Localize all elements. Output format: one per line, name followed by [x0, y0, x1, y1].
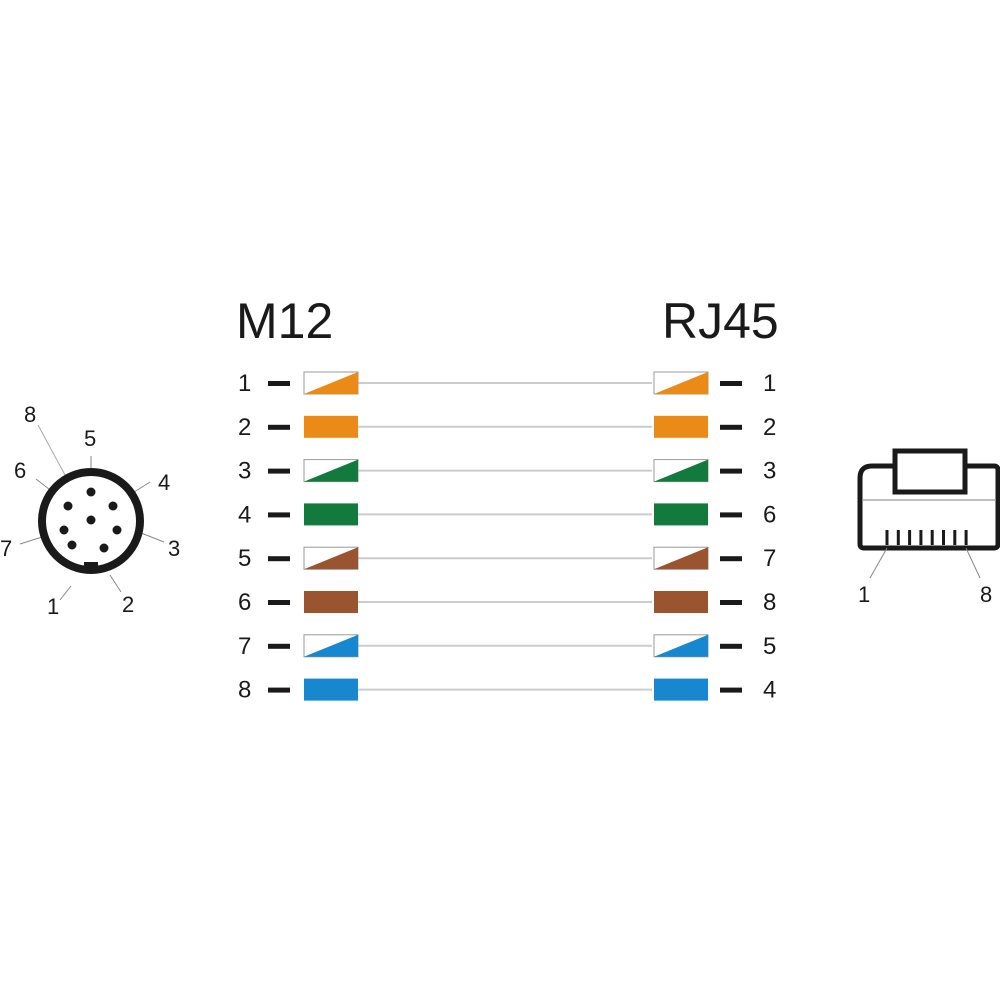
rj45-pin-dash: [720, 643, 742, 649]
m12-wire-solid-block: [304, 503, 358, 526]
rj45-pin-dash: [720, 512, 742, 518]
m12-pin-dash: [268, 512, 290, 518]
rj45-pin-dash: [720, 468, 742, 474]
m12-pin-dash: [268, 556, 290, 562]
m12-pin-number: 7: [238, 633, 251, 660]
m12-wire-solid-block: [304, 591, 358, 613]
m12-pin-8: [86, 515, 96, 525]
m12-key-notch: [84, 562, 98, 570]
m12-wire-stripe-color: [304, 547, 358, 570]
m12-pin-dash: [268, 468, 290, 474]
rj45-wire-solid-block: [654, 678, 708, 701]
rj45-leader-1: [869, 547, 888, 579]
m12-pin-6: [63, 501, 73, 511]
m12-label-3: 3: [168, 536, 180, 561]
m12-pin-number: 4: [238, 501, 251, 528]
m12-pin-dash: [268, 687, 290, 693]
rj45-wire-stripe-color: [654, 634, 708, 657]
rj45-label-8: 8: [980, 582, 992, 607]
m12-wire-stripe-color: [304, 372, 358, 394]
rj45-title: RJ45: [662, 293, 779, 349]
rj45-pin-dash: [720, 381, 742, 386]
rj45-pin-number: 6: [763, 501, 776, 528]
rj45-pin-number: 7: [763, 545, 776, 572]
m12-wire-solid-block: [304, 678, 358, 701]
m12-pin-dash: [268, 424, 290, 430]
m12-connector-face: 1 2 3 4 5 6 7 8: [0, 402, 180, 619]
m12-wire-stripe-color: [304, 459, 358, 482]
m12-pin-number: 1: [238, 370, 251, 397]
rj45-leader-8: [965, 547, 981, 579]
rj45-contact: [885, 530, 889, 545]
m12-title: M12: [236, 293, 333, 349]
m12-wire-solid-block: [304, 415, 358, 438]
m12-pin-dash: [268, 643, 290, 649]
m12-label-5: 5: [84, 426, 96, 451]
m12-pin-5: [86, 487, 96, 497]
rj45-pin-dash: [720, 424, 742, 430]
m12-pin-number: 8: [238, 677, 251, 704]
m12-pin-labels: 1 2 3 4 5 6 7 8: [0, 402, 180, 619]
rj45-contact: [908, 530, 912, 545]
m12-pins: [59, 487, 122, 553]
rj45-wire-solid-block: [654, 415, 708, 438]
rj45-wire-stripe-color: [654, 372, 708, 394]
rj45-pin-number: 5: [763, 633, 776, 660]
m12-pin-dash: [268, 381, 290, 386]
rj45-pin-number: 4: [763, 677, 776, 704]
rj45-plug: 1 8: [857, 448, 1000, 607]
rj45-pin-number: 3: [763, 458, 776, 485]
rj45-wire-stripe-color: [654, 459, 708, 482]
rj45-label-1: 1: [858, 582, 870, 607]
m12-label-2: 2: [122, 592, 134, 617]
m12-pin-1: [67, 540, 77, 550]
rj45-pin-number: 1: [763, 370, 776, 397]
rj45-contact: [919, 530, 923, 545]
rj45-wire-solid-block: [654, 591, 708, 613]
m12-wire-stripe-color: [304, 634, 358, 657]
m12-pin-3: [112, 525, 122, 535]
m12-label-7: 7: [0, 536, 12, 561]
rj45-contact: [942, 530, 945, 545]
m12-label-6: 6: [14, 458, 26, 483]
rj45-pin-number: 8: [763, 589, 776, 616]
rj45-latch: [892, 448, 968, 495]
m12-label-1: 1: [47, 594, 59, 619]
m12-label-4: 4: [158, 470, 170, 495]
rj45-pin-dash: [720, 687, 742, 693]
rj45-wire-solid-block: [654, 503, 708, 526]
rj45-contact: [930, 530, 934, 545]
m12-pin-number: 2: [238, 414, 251, 441]
m12-pin-dash: [268, 600, 290, 605]
rj45-contact: [953, 530, 957, 545]
m12-pin-number: 6: [238, 589, 251, 616]
m12-pin-number: 3: [238, 458, 251, 485]
m12-pin-7: [59, 525, 69, 535]
rj45-contact: [964, 530, 968, 545]
m12-pin-number: 5: [238, 545, 251, 572]
rj45-pin-dash: [720, 600, 742, 605]
rj45-contacts: [885, 530, 968, 545]
rj45-contact: [896, 530, 900, 545]
m12-label-8: 8: [24, 402, 36, 427]
m12-pin-4: [108, 501, 118, 511]
m12-pin-2: [99, 543, 109, 553]
rj45-pin-dash: [720, 556, 742, 562]
rj45-pin-number: 2: [763, 414, 776, 441]
rj45-wire-stripe-color: [654, 547, 708, 570]
